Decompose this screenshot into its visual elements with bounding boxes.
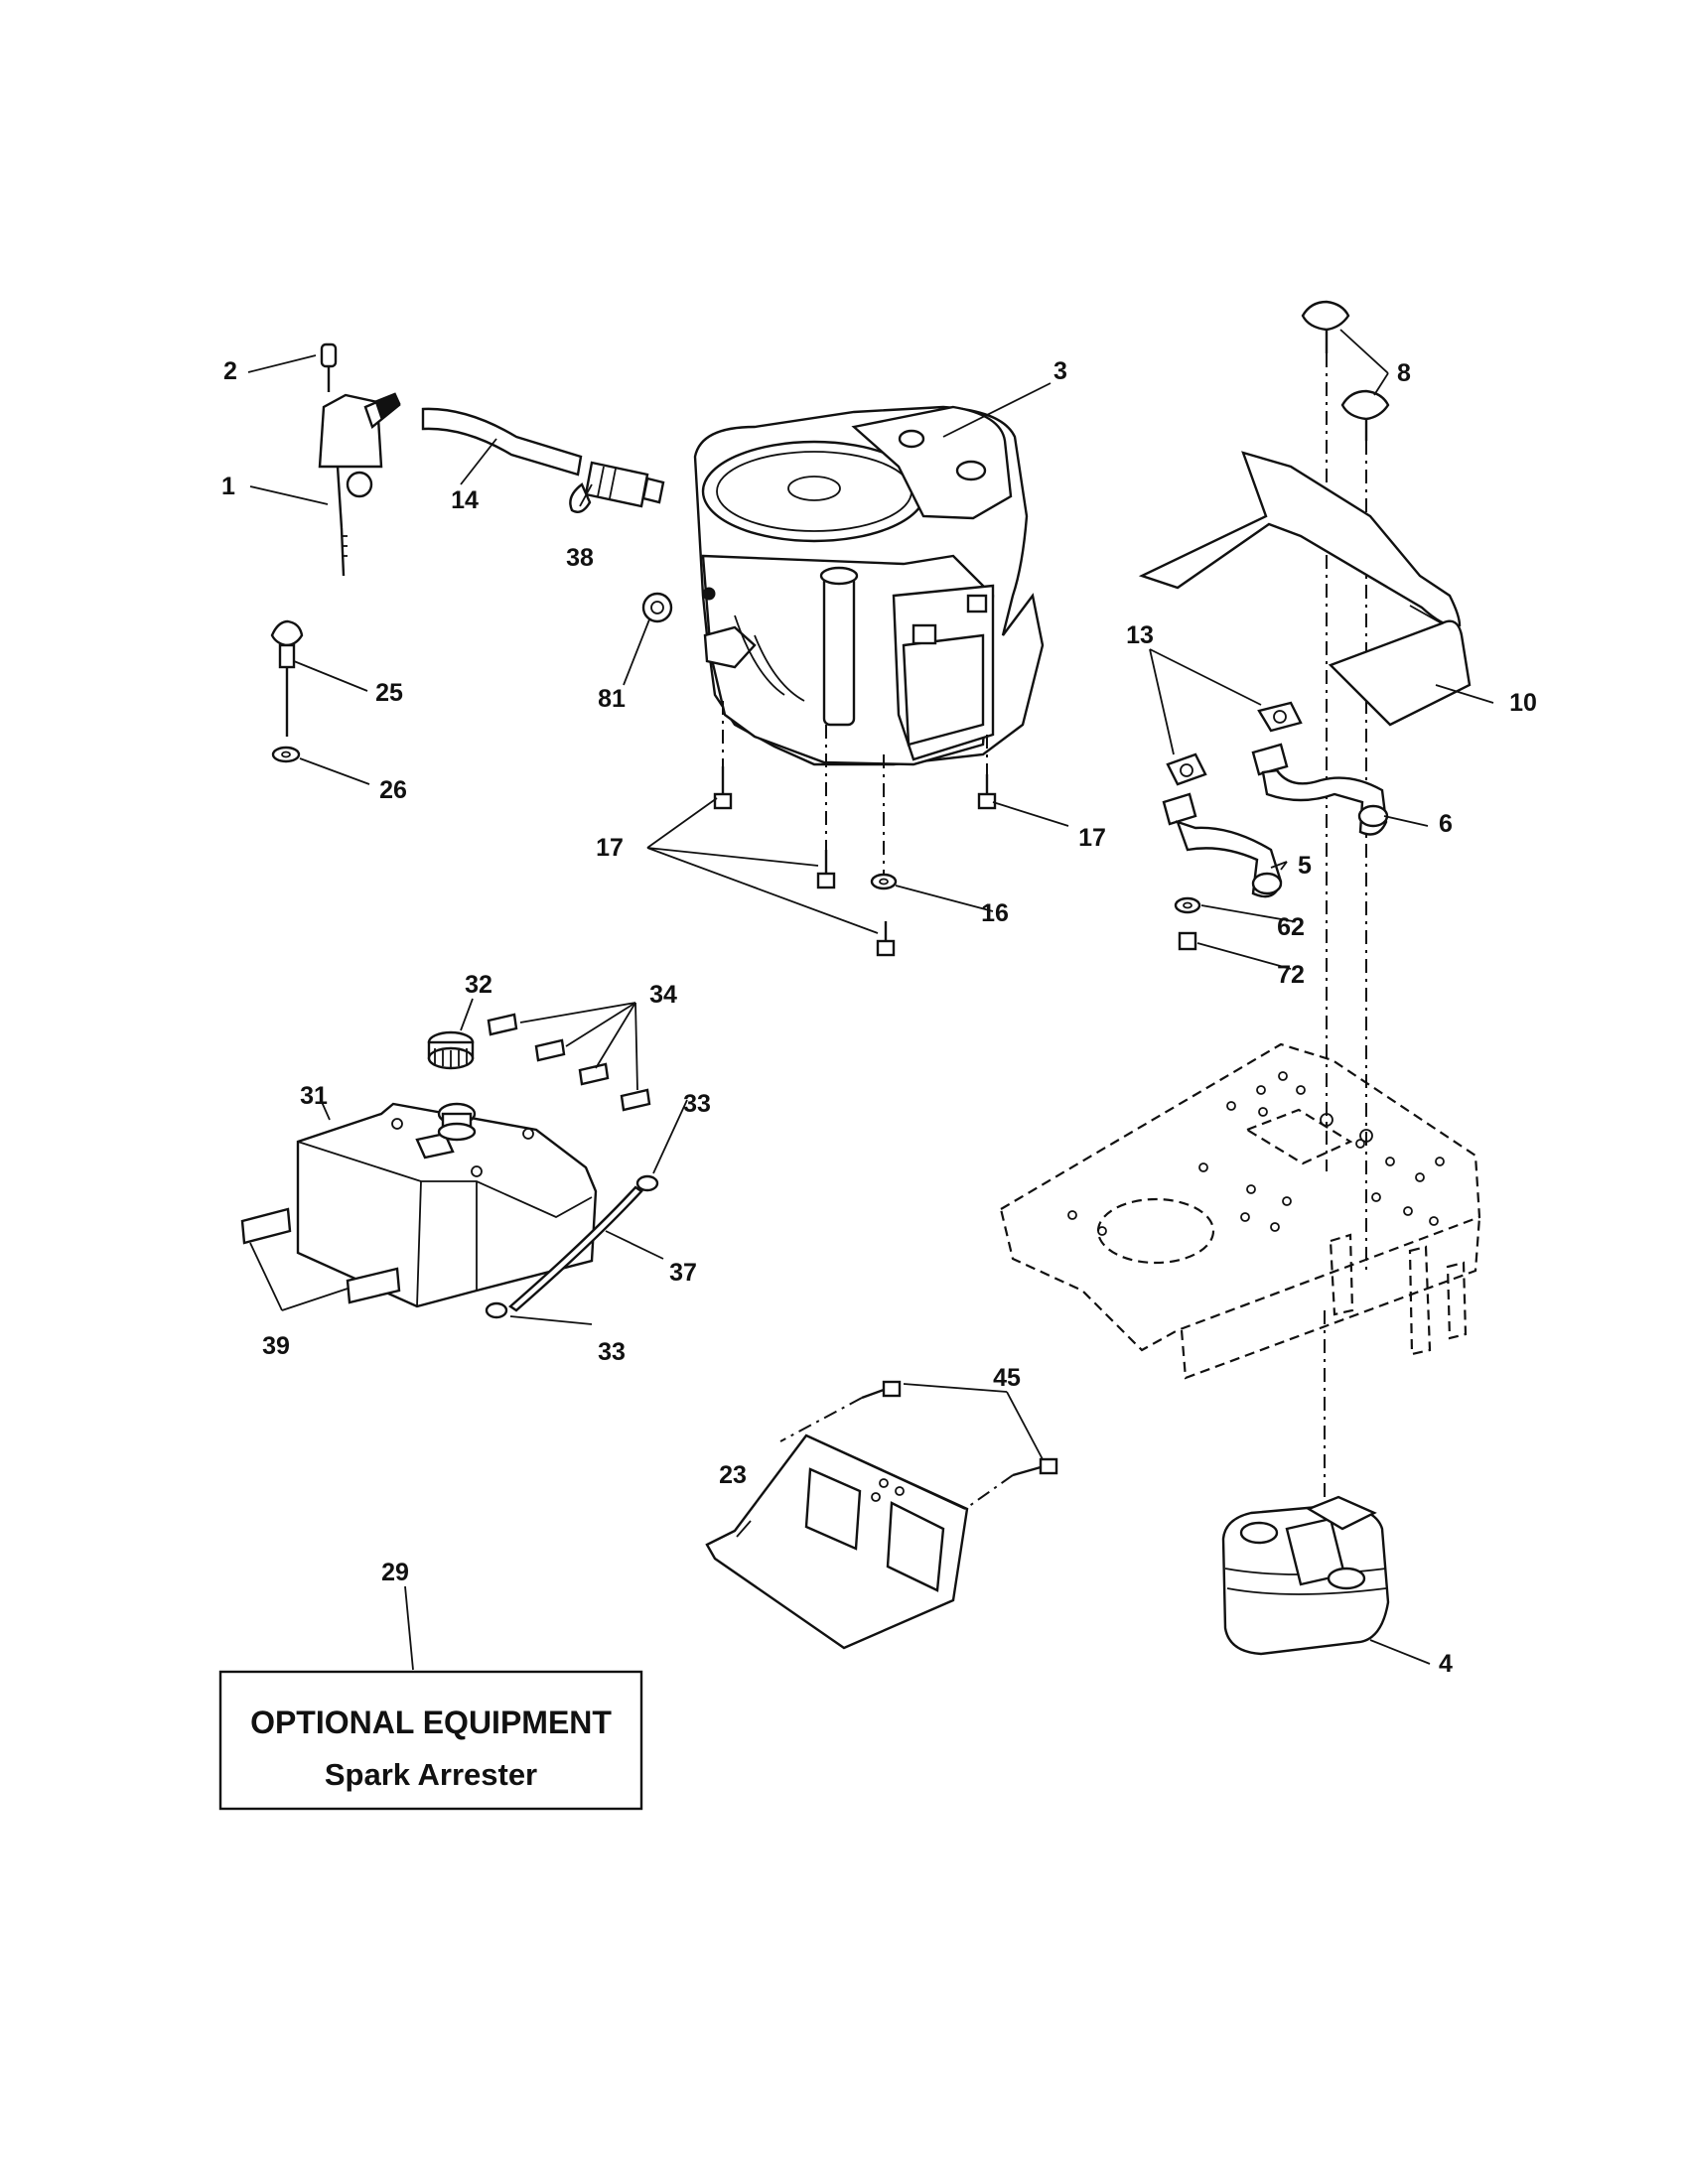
washer-16 (870, 873, 898, 890)
washer-26 (271, 746, 301, 763)
heat-shield-10 (1138, 451, 1472, 727)
label-part-39: 39 (262, 1332, 290, 1360)
throttle-control-bracket (318, 342, 401, 577)
dipstick (270, 619, 304, 737)
label-part-10: 10 (1509, 689, 1537, 717)
hose-clamp-33-upper (635, 1174, 659, 1192)
leader-lines (247, 329, 1494, 1671)
knob-8-left (1301, 300, 1350, 353)
label-part-6: 6 (1439, 810, 1453, 838)
label-part-17-right: 17 (1078, 824, 1106, 852)
optional-equipment-title: OPTIONAL EQUIPMENT (250, 1705, 612, 1740)
label-part-25: 25 (375, 679, 403, 707)
label-part-4: 4 (1439, 1650, 1453, 1678)
label-part-26: 26 (379, 776, 407, 804)
label-part-1: 1 (221, 473, 235, 500)
tractor-frame (999, 1042, 1481, 1380)
label-part-5: 5 (1298, 852, 1312, 880)
label-part-8: 8 (1397, 359, 1411, 387)
hose-clamp-33-lower (485, 1301, 508, 1319)
nut-81 (641, 587, 716, 623)
label-part-72: 72 (1277, 961, 1305, 989)
label-part-17-left: 17 (596, 834, 624, 862)
bolt-17-right (977, 774, 997, 810)
label-part-2: 2 (223, 357, 237, 385)
exhaust-pipe-6 (1251, 743, 1389, 836)
fuel-hose-37 (508, 1185, 643, 1312)
label-part-16: 16 (981, 899, 1009, 927)
label-part-81: 81 (598, 685, 626, 713)
label-part-13: 13 (1126, 621, 1154, 649)
dash-plate-lower (964, 1474, 1014, 1510)
label-part-38: 38 (566, 544, 594, 572)
dash-plate-upper (779, 1397, 863, 1442)
exhaust-pipe-5 (1162, 792, 1283, 898)
tank-pads-39 (240, 1207, 401, 1304)
nut-72 (1178, 931, 1197, 951)
label-part-23: 23 (719, 1461, 747, 1489)
washer-62 (1174, 896, 1201, 914)
bolt-17-lower (876, 921, 896, 957)
fuel-cap (427, 1030, 475, 1070)
bumper-pads-34 (487, 1013, 651, 1112)
label-part-32: 32 (465, 971, 492, 999)
label-part-31: 31 (300, 1082, 328, 1110)
knob-8-right (1340, 389, 1390, 441)
fuel-filter (569, 461, 665, 513)
gasket-13-right (1257, 701, 1303, 733)
part-labels: 1 2 3 4 5 6 8 10 13 14 16 17 17 23 25 26… (221, 357, 1537, 1678)
bolt-45-lower (1012, 1457, 1058, 1477)
optional-equipment-box: OPTIONAL EQUIPMENT Spark Arrester (218, 1670, 643, 1811)
label-part-45: 45 (993, 1364, 1021, 1392)
gasket-13-left (1166, 752, 1207, 786)
label-part-37: 37 (669, 1259, 697, 1287)
muffler (1221, 1495, 1390, 1656)
label-part-29: 29 (381, 1559, 409, 1586)
engine (693, 405, 1045, 766)
label-part-3: 3 (1053, 357, 1067, 385)
label-part-62: 62 (1277, 913, 1305, 941)
fuel-line (421, 407, 583, 477)
optional-equipment-subtitle: Spark Arrester (325, 1757, 537, 1792)
bolt-17-center (816, 850, 836, 889)
bolt-45-upper (861, 1380, 902, 1400)
label-part-33-upper: 33 (683, 1090, 711, 1118)
mounting-plate-23 (705, 1433, 969, 1650)
label-part-14: 14 (451, 486, 479, 514)
bolt-17-left (713, 766, 733, 810)
label-part-33-lower: 33 (598, 1338, 626, 1366)
label-part-34: 34 (649, 981, 677, 1009)
